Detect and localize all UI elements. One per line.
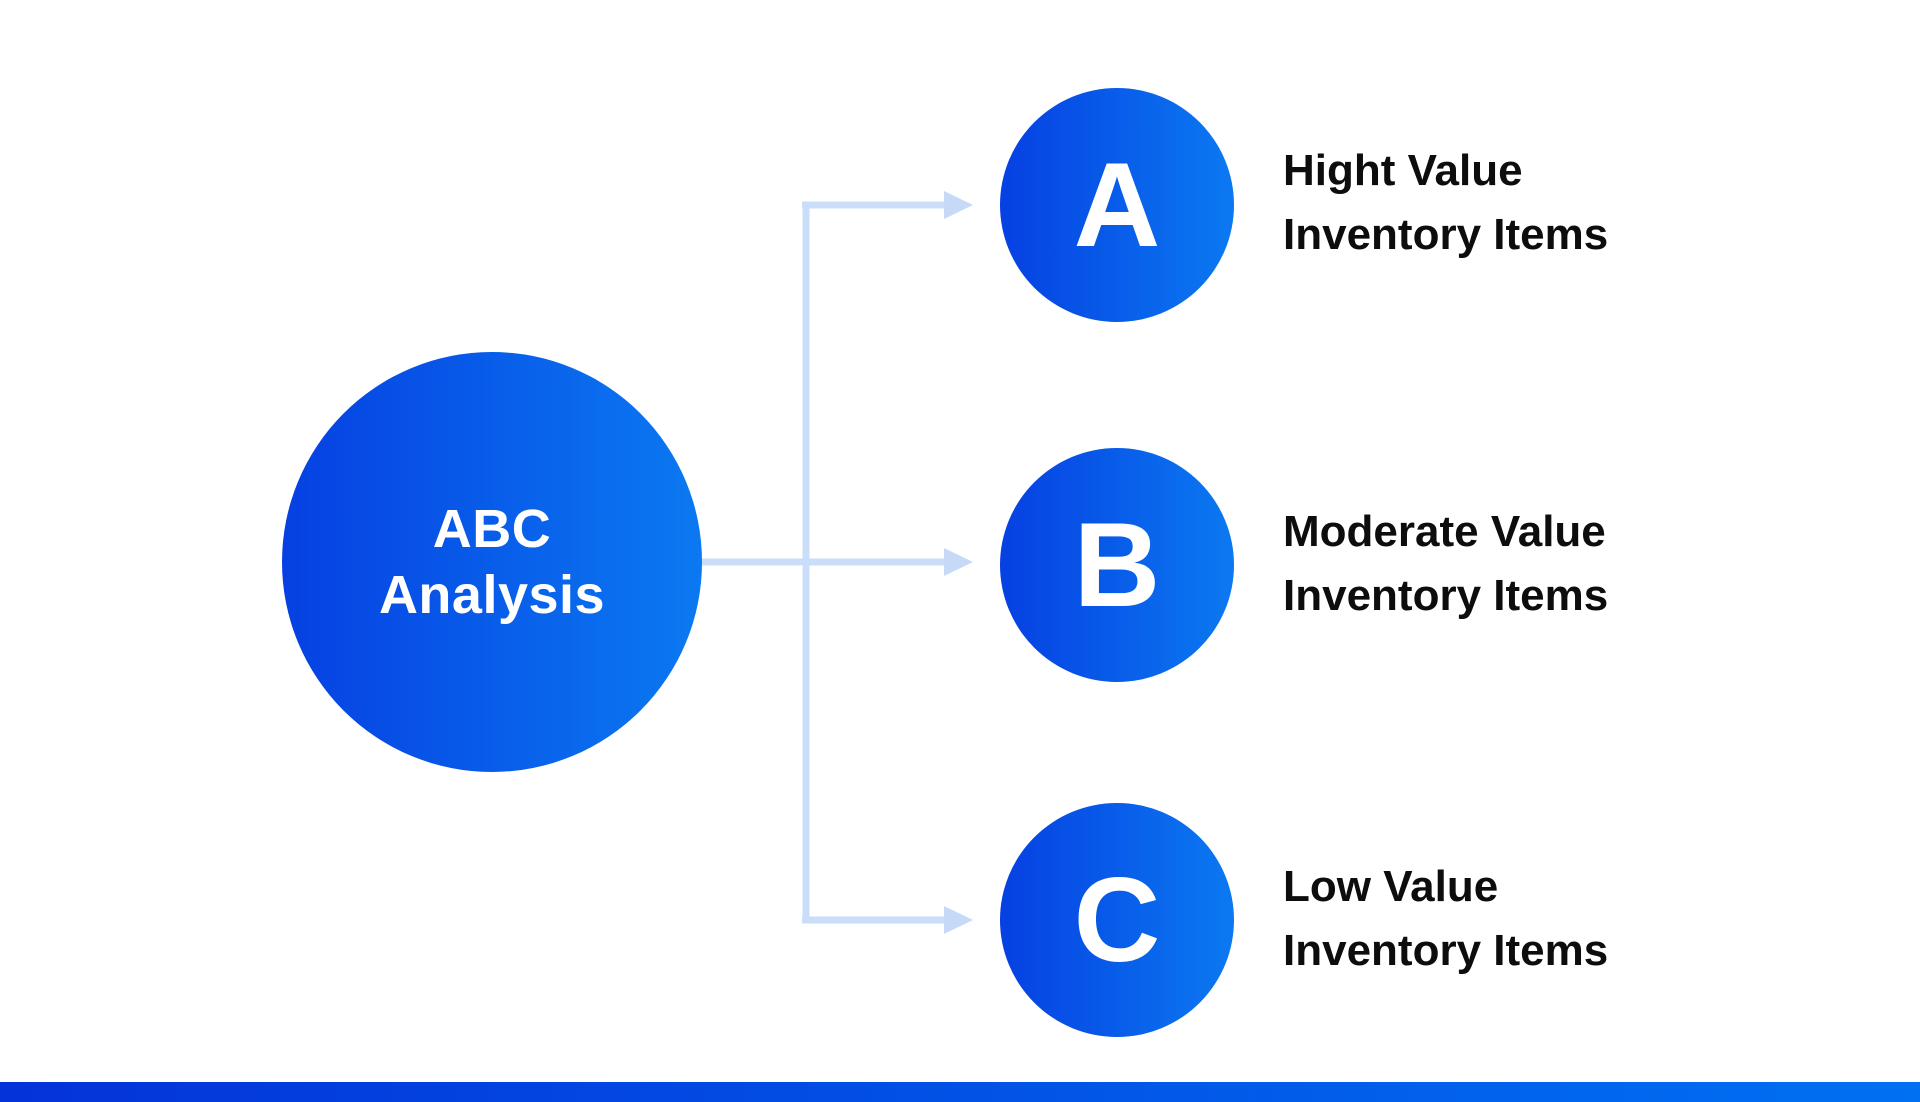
node-c-letter: C [1073,853,1161,987]
main-node-abc-analysis: ABC Analysis [282,352,702,772]
node-a-label: Hight Value Inventory Items [1283,139,1608,267]
node-a-circle: A [1000,88,1234,322]
node-b-label-line1: Moderate Value [1283,507,1606,556]
node-c-label-line1: Low Value [1283,862,1499,911]
main-node-label-line2: Analysis [378,565,606,625]
node-c-circle: C [1000,803,1234,1037]
main-node-label: ABC Analysis [379,496,605,629]
node-c-label: Low Value Inventory Items [1283,855,1608,983]
arrowhead-b-icon [944,548,973,576]
node-b-label: Moderate Value Inventory Items [1283,500,1608,628]
node-a-label-line2: Inventory Items [1283,209,1609,259]
node-b-label-line2: Inventory Items [1283,570,1609,620]
node-b-letter: B [1073,498,1161,632]
node-b-circle: B [1000,448,1234,682]
node-c-label-line2: Inventory Items [1283,925,1609,975]
node-a-letter: A [1073,138,1161,272]
arrowhead-c-icon [944,906,973,934]
footer-accent-bar [0,1082,1920,1102]
arrowhead-a-icon [944,191,973,219]
main-node-label-line1: ABC [432,498,552,559]
node-a-label-line1: Hight Value [1283,146,1523,195]
